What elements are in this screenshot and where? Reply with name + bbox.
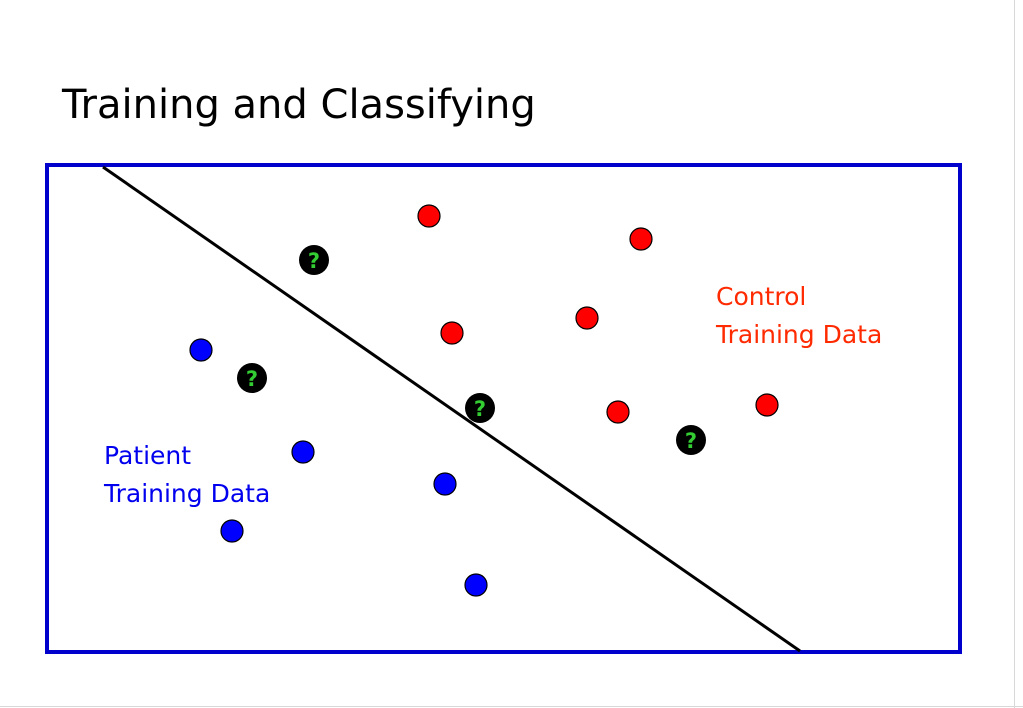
control-label-line-2: Training Data: [716, 320, 883, 349]
question-mark: ?: [308, 249, 320, 273]
plot-frame: [45, 163, 962, 654]
patient-point: [189, 338, 213, 362]
unknown-point: ?: [676, 425, 706, 455]
patient-point: [433, 472, 457, 496]
question-mark: ?: [246, 367, 258, 391]
control-point: [755, 393, 779, 417]
slide-title: Training and Classifying: [62, 82, 536, 128]
decision-boundary: [102, 165, 801, 653]
patient-point: [220, 519, 244, 543]
unknown-point: ?: [237, 363, 267, 393]
unknown-point: ?: [299, 245, 329, 275]
control-point: [606, 400, 630, 424]
patient-point: [464, 573, 488, 597]
unknown-point: ?: [465, 393, 495, 423]
control-point: [629, 227, 653, 251]
patient-label-line-2: Training Data: [104, 479, 271, 508]
control-point: [417, 204, 441, 228]
control-point: [575, 306, 599, 330]
slide-edge-right: [1014, 0, 1015, 708]
slide-edge-bottom: [0, 706, 1023, 707]
control-label-line-1: Control: [716, 282, 807, 311]
question-mark: ?: [474, 397, 486, 421]
patient-point: [291, 440, 315, 464]
patient-label-line-1: Patient: [104, 441, 192, 470]
question-mark: ?: [685, 429, 697, 453]
patient-training-label: Patient Training Data: [104, 437, 270, 513]
control-training-label: Control Training Data: [716, 278, 882, 354]
control-point: [440, 321, 464, 345]
